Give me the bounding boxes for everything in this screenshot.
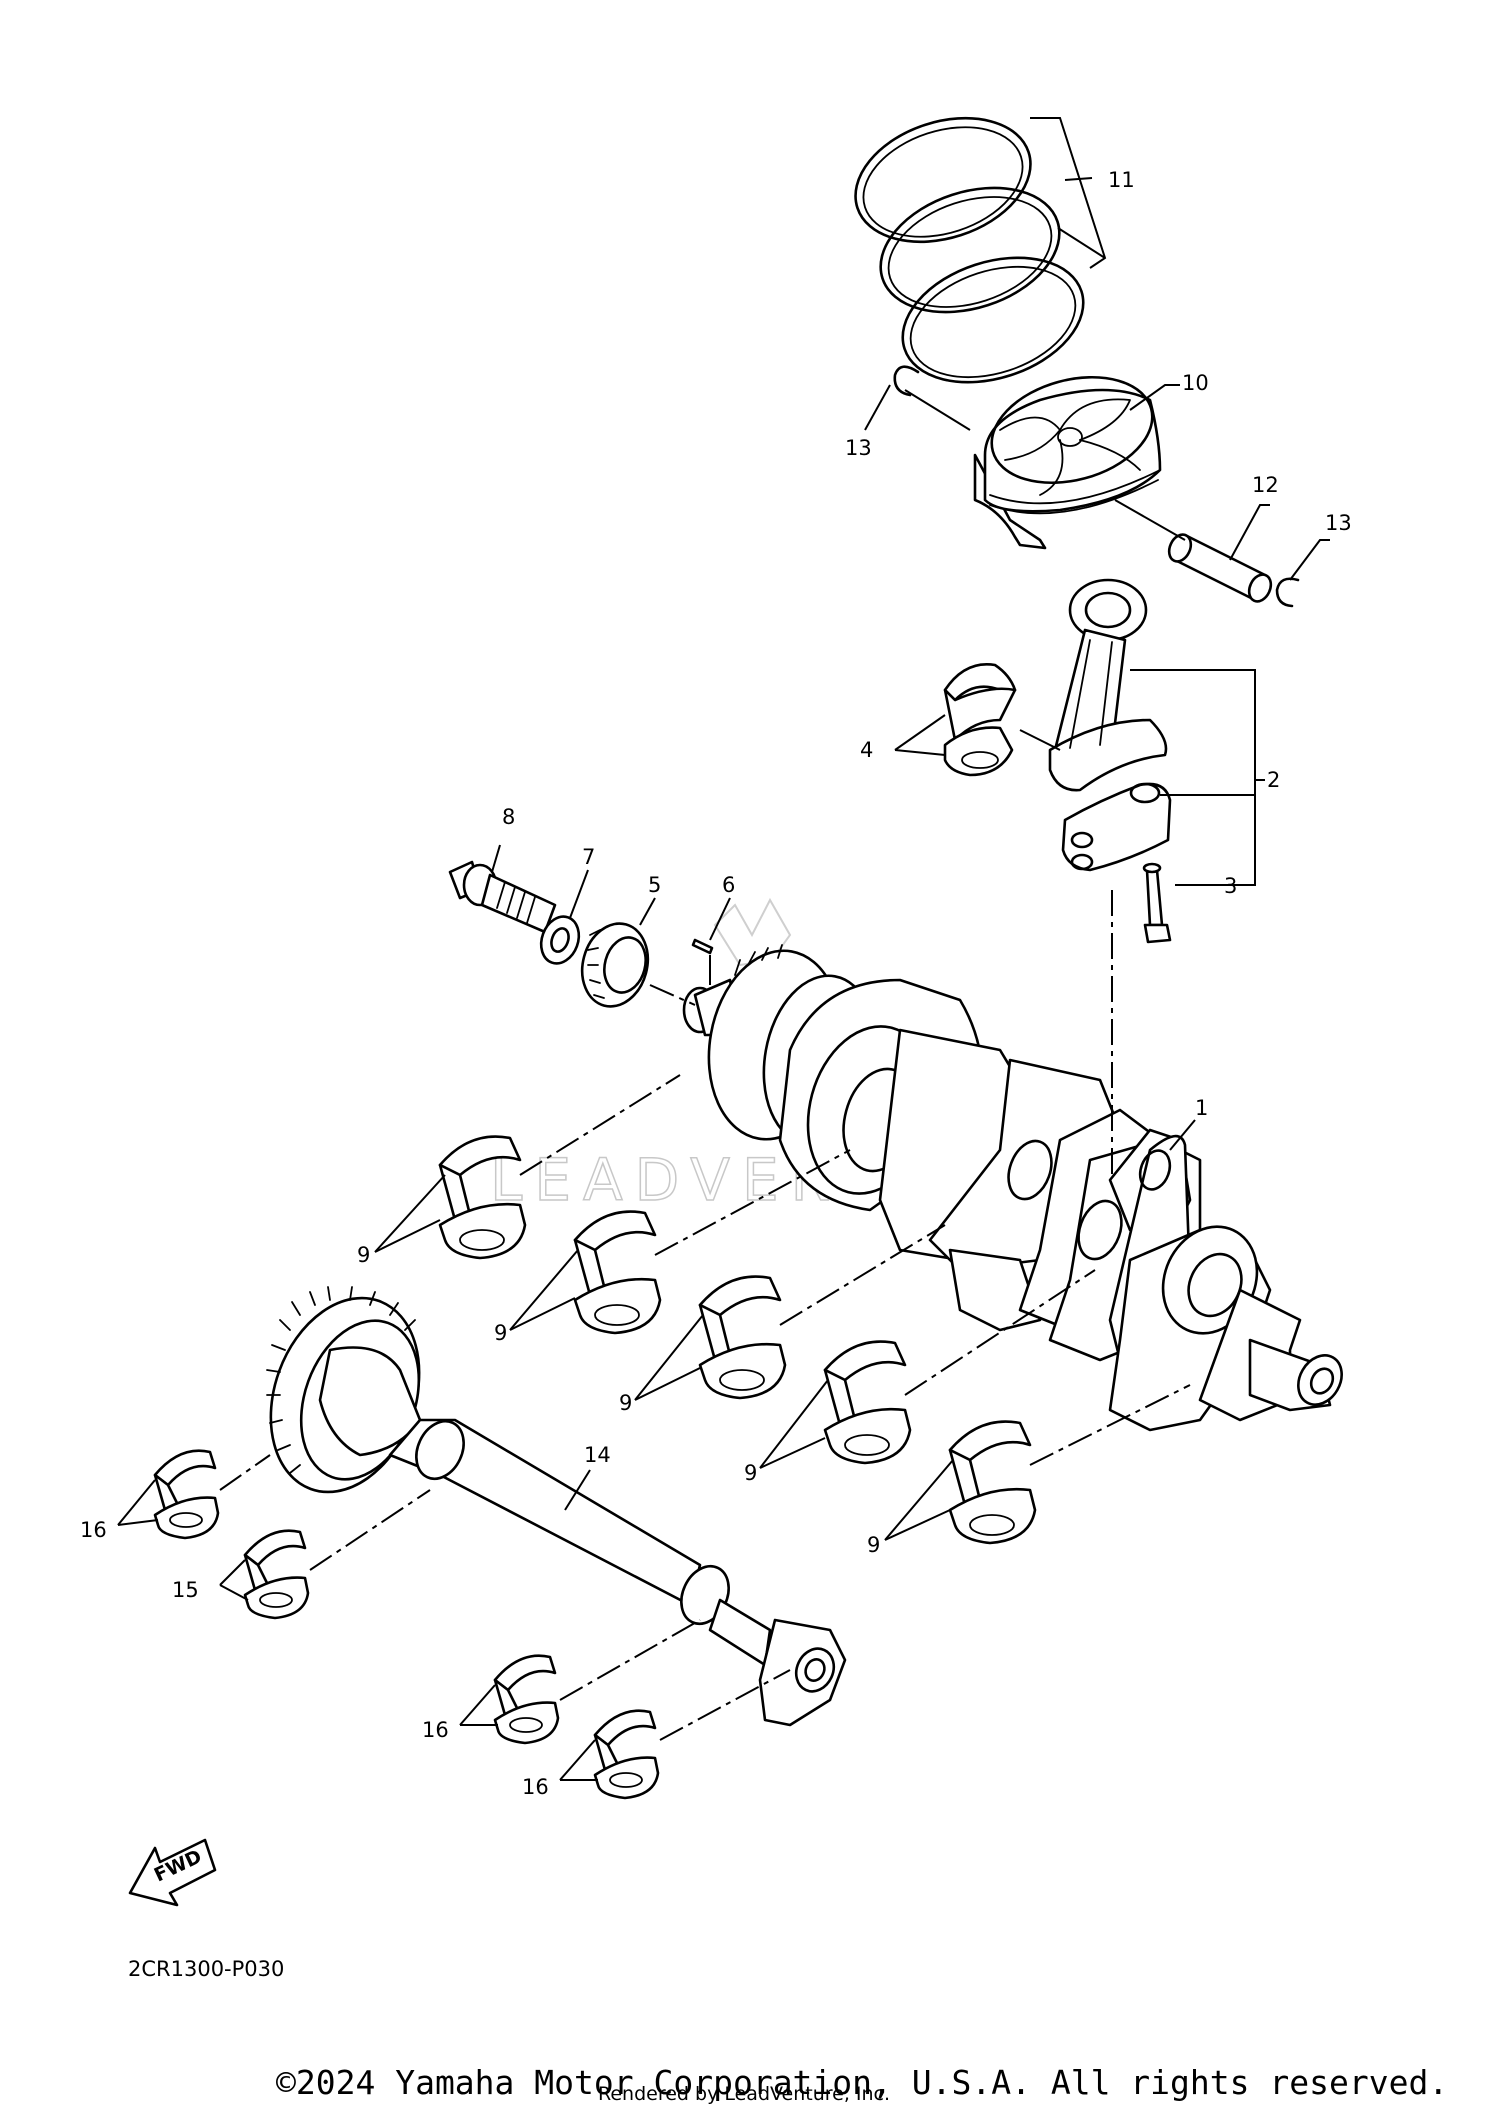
callout-6: 6 bbox=[722, 873, 735, 897]
main-bearing-1[interactable] bbox=[438, 1135, 527, 1260]
rod-bearing-lower[interactable] bbox=[943, 726, 1014, 777]
callout-labels: 1 2 3 4 5 6 7 8 9 9 9 9 9 10 11 12 13 13… bbox=[80, 168, 1352, 1799]
callout-13-left: 13 bbox=[845, 436, 872, 460]
washer[interactable] bbox=[535, 911, 585, 968]
callout-3: 3 bbox=[1224, 874, 1237, 898]
callout-9-c: 9 bbox=[619, 1391, 632, 1415]
rod-bolt[interactable] bbox=[1142, 862, 1172, 944]
crankshaft[interactable] bbox=[682, 940, 1350, 1432]
callout-15: 15 bbox=[172, 1578, 199, 1602]
callout-5: 5 bbox=[648, 873, 661, 897]
copyright-text: ©2024 Yamaha Motor Corporation, U.S.A. A… bbox=[276, 2063, 1448, 2102]
main-bearing-4[interactable] bbox=[823, 1340, 912, 1465]
piston-pin[interactable] bbox=[1165, 531, 1275, 605]
callout-4: 4 bbox=[860, 738, 873, 762]
callout-16-rear: 16 bbox=[522, 1775, 549, 1799]
callout-2: 2 bbox=[1267, 768, 1280, 792]
callout-9-b: 9 bbox=[494, 1321, 507, 1345]
main-bearing-5[interactable] bbox=[948, 1420, 1037, 1545]
callout-11: 11 bbox=[1108, 168, 1135, 192]
balancer-shaft[interactable] bbox=[245, 1277, 847, 1727]
connecting-rod[interactable] bbox=[1048, 578, 1168, 792]
circlip-right[interactable] bbox=[1275, 577, 1300, 608]
callout-12: 12 bbox=[1252, 473, 1279, 497]
balancer-bearing-16-rear[interactable] bbox=[593, 1709, 660, 1800]
callout-9-e: 9 bbox=[867, 1533, 880, 1557]
rendered-by-text: Rendered by LeadVenture, Inc. bbox=[598, 2083, 890, 2105]
balancer-bearing-16-middle[interactable] bbox=[493, 1654, 560, 1745]
piston[interactable] bbox=[973, 360, 1164, 550]
callout-16-middle: 16 bbox=[422, 1718, 449, 1742]
balancer-bearing-16-front[interactable] bbox=[153, 1449, 220, 1540]
callout-16-front: 16 bbox=[80, 1518, 107, 1542]
balancer-bearing-15[interactable] bbox=[243, 1529, 310, 1620]
diagram-code: 2CR1300-P030 bbox=[128, 1957, 284, 1981]
forward-arrow-icon: FWD bbox=[128, 1838, 217, 1907]
rod-bearing-upper[interactable] bbox=[943, 662, 1017, 742]
callout-9-a: 9 bbox=[357, 1243, 370, 1267]
callout-1: 1 bbox=[1195, 1096, 1208, 1120]
leader-lines bbox=[117, 117, 1330, 1781]
callout-8: 8 bbox=[502, 805, 515, 829]
connecting-rod-cap[interactable] bbox=[1061, 782, 1172, 872]
callout-13-right: 13 bbox=[1325, 511, 1352, 535]
main-bearing-2[interactable] bbox=[573, 1210, 662, 1335]
main-bearing-3[interactable] bbox=[698, 1275, 787, 1400]
callout-10: 10 bbox=[1182, 371, 1209, 395]
callout-9-d: 9 bbox=[744, 1461, 757, 1485]
callout-7: 7 bbox=[582, 845, 595, 869]
woodruff-key[interactable] bbox=[691, 938, 714, 955]
circlip-left[interactable] bbox=[893, 365, 920, 397]
crank-end-bolt[interactable] bbox=[448, 860, 557, 934]
piston-rings[interactable] bbox=[839, 97, 1099, 404]
primary-gear[interactable] bbox=[573, 916, 657, 1014]
callout-14: 14 bbox=[584, 1443, 611, 1467]
